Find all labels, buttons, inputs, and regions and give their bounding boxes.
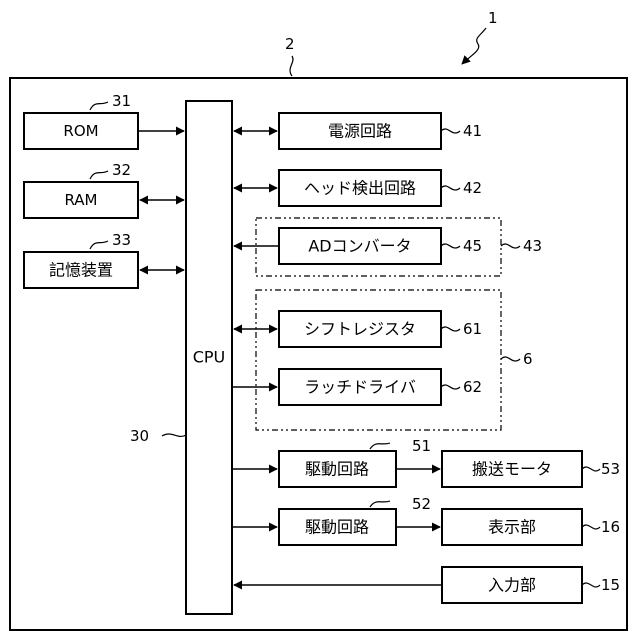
- ref-head-detect-leader: [441, 186, 460, 190]
- ref-ram: 32: [112, 161, 131, 179]
- ref-head-detect: 42: [463, 179, 482, 197]
- drive-circuit-2-label: 駆動回路: [305, 518, 369, 537]
- shift-register-label: シフトレジスタ: [304, 320, 416, 339]
- ref-drive-circuit-1: 51: [412, 437, 431, 455]
- ref-storage: 33: [112, 231, 131, 249]
- ref-power: 41: [463, 122, 482, 140]
- ref-ad-group: 43: [523, 237, 542, 255]
- ref-drive-circuit-1-leader: [370, 443, 390, 449]
- rom-label: ROM: [63, 122, 98, 140]
- storage-label: 記憶装置: [49, 261, 113, 280]
- ref-rom: 31: [112, 92, 131, 110]
- transport-motor-label: 搬送モータ: [472, 460, 552, 479]
- ref-ram-leader: [90, 171, 108, 179]
- cpu-label: CPU: [193, 348, 226, 367]
- ref-latch-driver: 62: [463, 378, 482, 396]
- ref-input-leader: [582, 583, 600, 587]
- ref-printhead-group-leader: [501, 357, 520, 361]
- ref-rom-leader: [90, 102, 108, 110]
- ref-transport-motor-leader: [582, 467, 600, 471]
- ref-device-leader: [462, 28, 486, 64]
- ref-drive-circuit-2: 52: [412, 495, 431, 513]
- ref-ad-converter: 45: [463, 237, 482, 255]
- ref-input: 15: [601, 576, 620, 594]
- ref-ad-group-leader: [501, 244, 520, 248]
- ref-housing: 2: [285, 35, 295, 53]
- ref-shift-register-leader: [441, 327, 460, 331]
- ref-power-leader: [441, 129, 460, 133]
- latch-driver-label: ラッチドライバ: [304, 378, 416, 397]
- ref-latch-driver-leader: [441, 385, 460, 389]
- housing-frame: [10, 78, 627, 630]
- ref-housing-leader: [290, 56, 293, 76]
- display-label: 表示部: [488, 518, 536, 537]
- head-detect-label: ヘッド検出回路: [304, 179, 416, 198]
- ref-ad-converter-leader: [441, 244, 460, 248]
- ref-shift-register: 61: [463, 320, 482, 338]
- ram-label: RAM: [64, 191, 97, 209]
- ad-converter-label: ADコンバータ: [308, 237, 411, 256]
- ref-display: 16: [601, 518, 620, 536]
- ref-cpu-leader: [162, 434, 186, 436]
- power-label: 電源回路: [328, 122, 392, 141]
- drive-circuit-1-label: 駆動回路: [305, 460, 369, 479]
- ref-storage-leader: [90, 241, 108, 249]
- ref-display-leader: [582, 525, 600, 529]
- ref-device: 1: [488, 9, 498, 27]
- ref-drive-circuit-2-leader: [370, 501, 390, 507]
- ref-printhead-group: 6: [523, 350, 533, 368]
- ref-transport-motor: 53: [601, 460, 620, 478]
- ref-cpu: 30: [130, 427, 149, 445]
- input-label: 入力部: [488, 576, 536, 595]
